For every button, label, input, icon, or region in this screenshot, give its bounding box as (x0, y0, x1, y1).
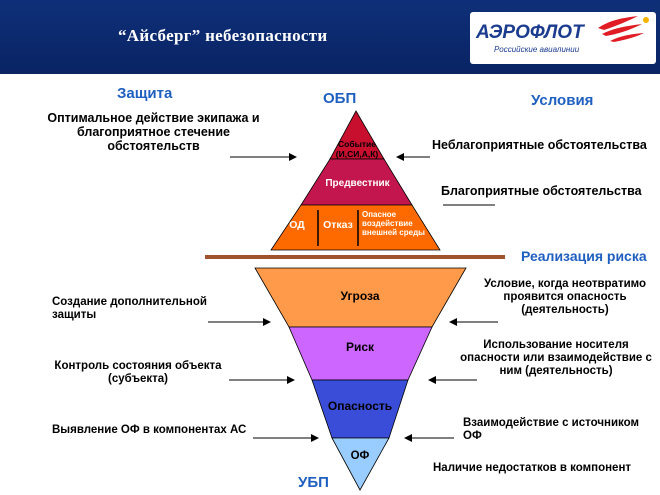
predvestnik-label: Предвестник (325, 178, 390, 189)
note-optimal: Оптимальное действие экипажа и благоприя… (47, 111, 260, 153)
note-sozdanie: Создание дополнительной защиты (52, 296, 207, 321)
slide-title: “Айсберг” небезопасности (118, 26, 328, 45)
vozdeystvie-label: Опасное воздействие внешней среды (362, 210, 425, 237)
opasnost-label: Опасность (327, 399, 393, 413)
of-segment (331, 437, 390, 491)
aeroflot-logo: АЭРОФЛОТ Российские авиалинии (470, 6, 660, 70)
base-segment (270, 204, 441, 251)
ugroza-label: Угроза (340, 289, 380, 303)
heading-zashchita: Защита (117, 85, 173, 102)
heading-realizatsiya: Реализация риска (521, 248, 647, 264)
note-blag: Благоприятные обстоятельства (441, 184, 642, 198)
otkaz-label: Отказ (323, 219, 353, 231)
note-vyyavlenie: Выявление ОФ в компонентах АС (52, 424, 247, 436)
header-bar: “Айсберг” небезопасности АЭРОФЛОТ Россий… (0, 0, 660, 74)
note-neblag: Неблагоприятные обстоятельства (432, 138, 647, 152)
svg-text:Российские авиалинии: Российские авиалинии (494, 45, 580, 54)
note-vzaimodeystvie: Взаимодействие с источником ОФ (463, 417, 640, 442)
heading-ubp: УБП (298, 474, 329, 491)
svg-text:АЭРОФЛОТ: АЭРОФЛОТ (475, 22, 585, 43)
note-nalichie: Наличие недостатков в компонент (433, 462, 632, 474)
note-uslovie: Условие, когда неотвратимо проявится опа… (483, 278, 647, 316)
note-ispolzovanie: Использование носителя опасности или вза… (460, 339, 652, 377)
heading-obp: ОБП (323, 90, 357, 107)
od-label: ОД (289, 219, 305, 231)
aeroflot-logo-graphic: АЭРОФЛОТ Российские авиалинии (470, 12, 656, 64)
heading-usloviya: Условия (531, 92, 594, 109)
wings-icon (598, 16, 649, 42)
risk-label: Риск (345, 340, 375, 354)
event-label: Событие (И,СИ,А,К) (335, 139, 379, 159)
of-label: ОФ (350, 450, 370, 462)
note-kontrol: Контроль состояния объекта (субъекта) (54, 360, 222, 385)
